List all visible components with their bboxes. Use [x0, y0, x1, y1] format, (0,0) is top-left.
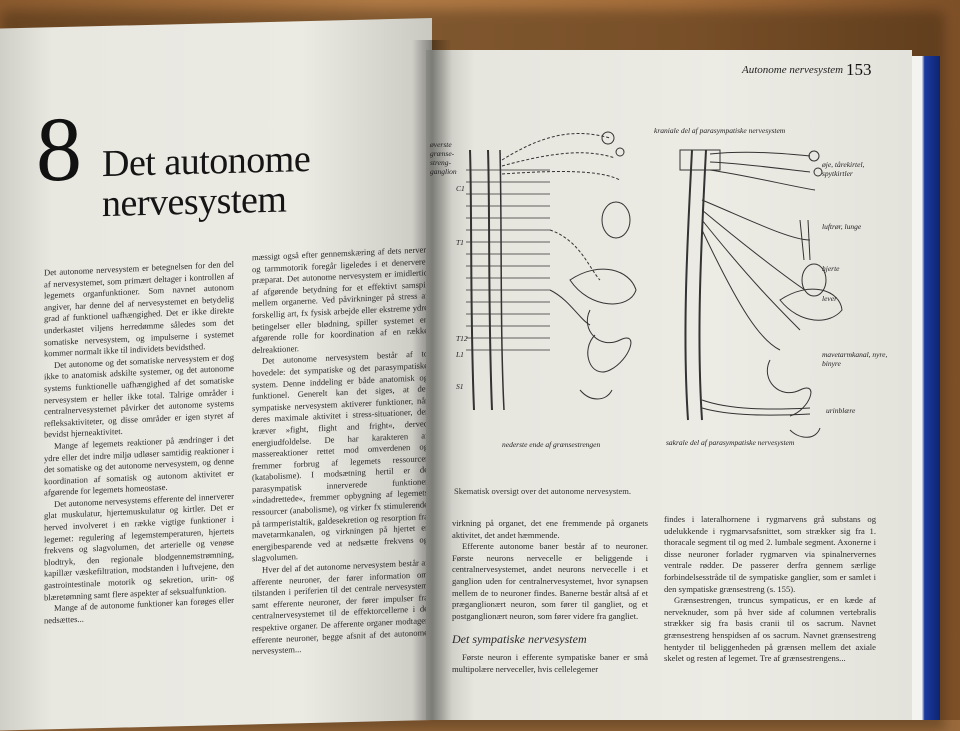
- label-bottom-right: sakrale del af parasympatiske nervesyste…: [666, 438, 795, 447]
- label-top-right: kraniale del af parasympatiske nervesyst…: [654, 126, 786, 135]
- left-column-2: mæssigt også efter gennemskæring af dets…: [252, 244, 428, 658]
- label-bottom-left: nederste ende af grænsestrengen: [502, 440, 601, 449]
- nervous-system-diagram: øverste grænse-streng-ganglion kraniale …: [430, 110, 900, 480]
- label-lungs: luftrør, lunge: [822, 222, 862, 231]
- paragraph: Det autonome nervesystems efferente del …: [44, 490, 234, 603]
- label-seg-c1: C1: [456, 184, 465, 193]
- label-liver: lever: [822, 294, 837, 303]
- spine-shadow: [412, 40, 452, 720]
- paragraph: findes i lateralhornene i rygmarvens grå…: [664, 514, 876, 594]
- paragraph: mæssigt også efter gennemskæring af dets…: [252, 244, 428, 355]
- right-page: [426, 50, 912, 720]
- paragraph: virkning på organet, det ene fremmende p…: [452, 518, 648, 540]
- right-column-2: findes i lateralhornene i rygmarvens grå…: [664, 514, 876, 665]
- label-eye: øje, tårekirtel, spytkirtler: [822, 160, 865, 178]
- label-gut: mavetarmkanal, nyre, binyre: [822, 350, 888, 368]
- label-top-left: øverste grænse-streng-ganglion: [430, 140, 457, 176]
- chapter-number: 8: [36, 97, 82, 201]
- paragraph: Mange af legemets reaktioner på ændringe…: [44, 432, 234, 498]
- label-bladder: urinblære: [826, 406, 856, 415]
- paragraph: Grænsestrengen, truncus sympaticus, er e…: [664, 595, 876, 664]
- label-seg-t12: T12: [456, 334, 468, 343]
- figure-caption: Skematisk oversigt over det autonome ner…: [454, 486, 632, 496]
- chapter-title: Det autonome nervesystem: [102, 137, 402, 226]
- book-cover-edge: [912, 56, 940, 720]
- label-heart: hjerte: [822, 264, 840, 273]
- label-seg-s1: S1: [456, 382, 464, 391]
- right-column-1: virkning på organet, det ene fremmende p…: [452, 518, 648, 675]
- paragraph: Det autonome nervesystem består af to ho…: [252, 348, 428, 564]
- label-seg-l1: L1: [456, 350, 464, 359]
- section-subheading: Det sympatiske nervesystem: [452, 632, 587, 647]
- page-number: 153: [846, 60, 872, 79]
- chapter-title-line2: nervesystem: [102, 178, 287, 226]
- label-seg-t1: T1: [456, 238, 464, 247]
- running-head: Autonome nervesystem: [742, 64, 844, 76]
- paragraph: Efferente autonome baner består af to ne…: [452, 541, 648, 621]
- paragraph: Hver del af det autonome nervesystem bes…: [252, 557, 428, 657]
- paragraph: Første neuron i efferente sympatiske ban…: [452, 651, 648, 674]
- left-page: 8 Det autonome nervesystem Det autonome …: [0, 18, 432, 731]
- paragraph: Det autonome nervesystem er betegnelsen …: [44, 258, 234, 359]
- left-column-1: Det autonome nervesystem er betegnelsen …: [44, 259, 234, 627]
- diagram-svg: [466, 131, 843, 438]
- paragraph: Det autonome og det somatiske nervesyste…: [44, 351, 234, 440]
